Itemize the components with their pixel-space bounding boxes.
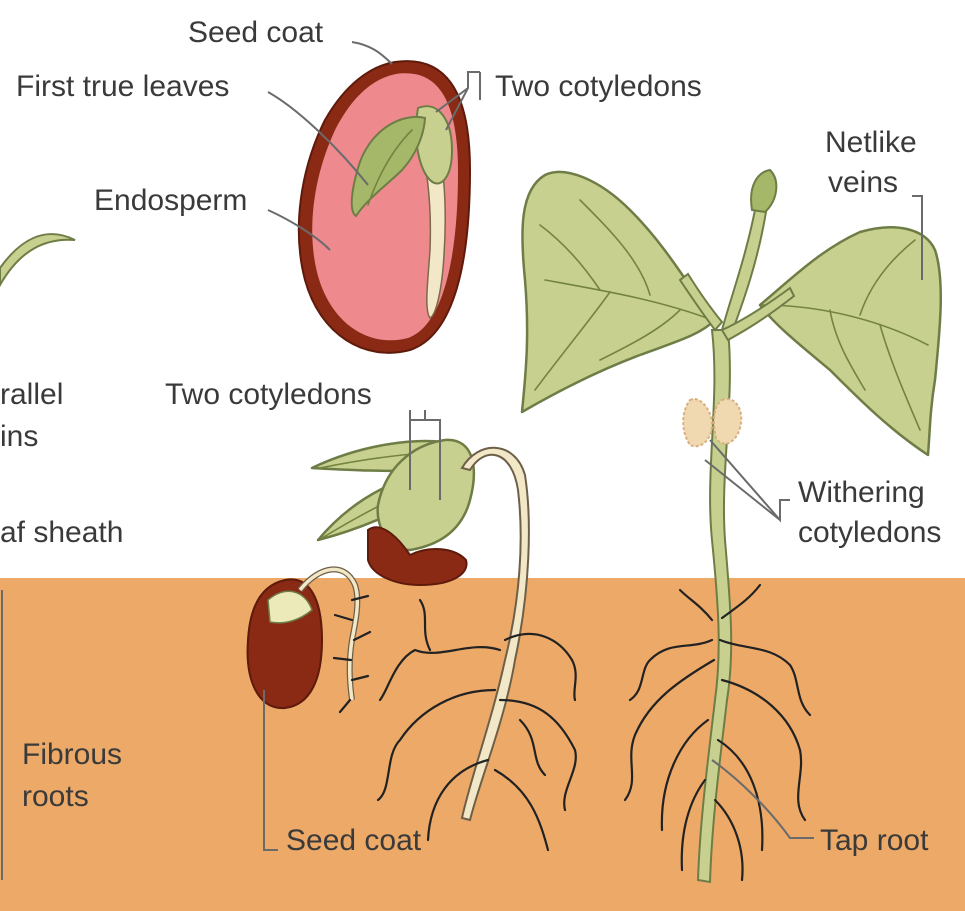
label-endosperm: Endosperm [94,184,247,217]
monocot-leaf-fragment [0,234,75,285]
label-netlike-veins-2: veins [828,166,898,199]
label-withering-2: cotyledons [798,516,941,549]
label-tap-root: Tap root [820,824,929,857]
label-withering-1: Withering [798,476,925,509]
label-seed-coat-bottom: Seed coat [286,824,422,857]
label-first-true-leaves: First true leaves [16,70,229,103]
label-fibrous-roots-1: Fibrous [22,738,122,771]
left-true-leaf [522,172,715,412]
label-two-cotyledons-mid: Two cotyledons [165,378,372,411]
label-seed-coat-top: Seed coat [188,16,324,49]
label-parallel-veins-2: ins [0,420,38,453]
label-parallel-veins-1: rallel [0,378,63,411]
right-true-leaf [760,227,941,455]
label-netlike-veins-1: Netlike [825,126,917,159]
label-leaf-sheath: af sheath [0,516,123,549]
label-two-cotyledons-top: Two cotyledons [495,70,702,103]
terminal-bud [751,170,776,212]
label-fibrous-roots-2: roots [22,780,89,813]
